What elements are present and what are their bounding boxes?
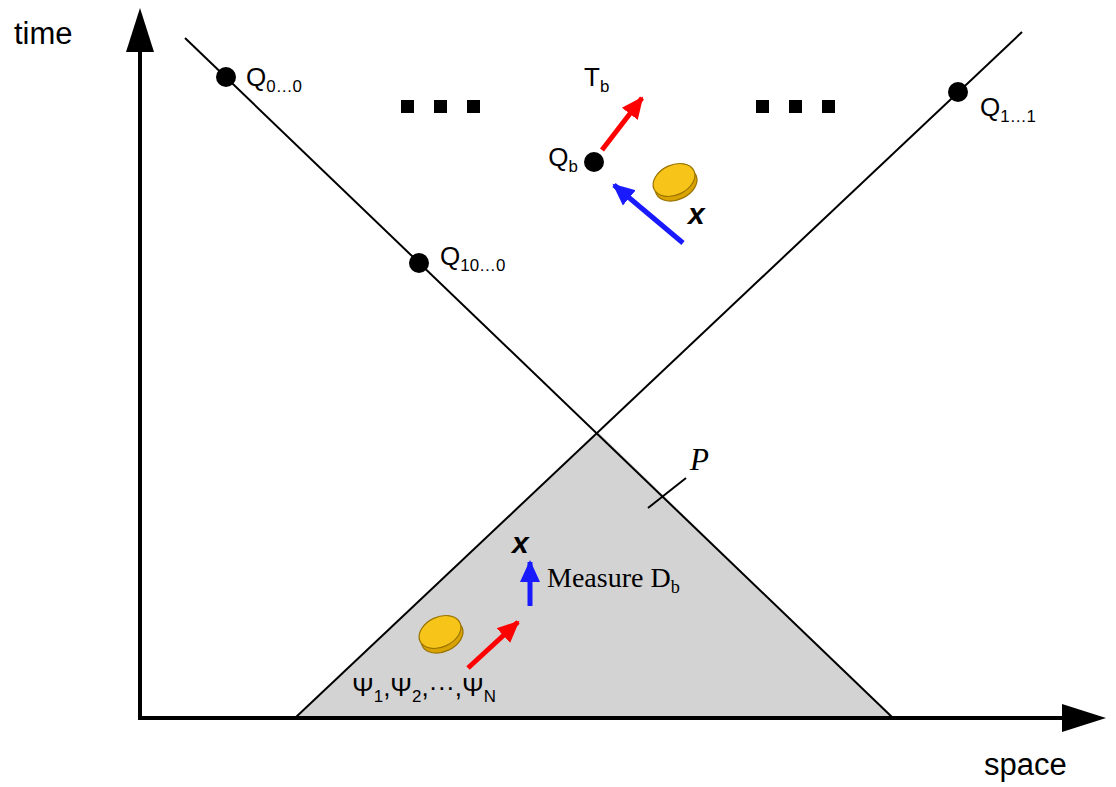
text-part: space [984,747,1067,782]
ellipsis-dots [401,100,835,113]
text-part: Q [980,92,1000,122]
light-cone-line [295,32,1022,718]
region-label: P [690,441,709,478]
subscript: 10…0 [460,256,505,275]
axis-label: space [984,746,1067,783]
measurement-label: Measure Db [547,561,680,599]
point-label: Q1…1 [980,92,1036,127]
point [409,253,429,273]
text-part: Ψ [352,672,374,702]
text-part: Q [548,142,568,172]
subscript: b [671,577,680,597]
point [216,67,236,87]
subscript: 1…1 [1000,107,1036,126]
variable-label: x [688,196,705,232]
space-axis [138,716,1066,720]
time-axis [138,45,142,720]
point-label: Q10…0 [440,241,505,276]
text-part: ,Ψ [383,672,412,702]
coin [414,609,469,659]
text-part: Q [246,62,266,92]
state-label: Ψ1,Ψ2,···,ΨN [352,672,496,707]
red-arrow [468,622,518,668]
blue-arrow [614,185,683,243]
axis-arrowhead [1062,704,1106,732]
text-part: time [14,16,73,51]
subscript: b [600,77,609,96]
axis-label: time [14,15,73,52]
text-part: ,···,Ψ [422,672,484,702]
subscript: b [569,157,578,176]
point-label: Qb [548,142,578,177]
text-part: T [584,62,600,92]
subscript: N [484,687,496,706]
point-label: Q0…0 [246,62,302,97]
point [948,82,968,102]
axis-arrowhead [126,8,154,52]
text-part: Measure D [547,562,671,593]
text-part: x [512,526,529,559]
leader-line [648,478,686,508]
text-part: x [688,197,705,230]
light-cone-line [185,38,893,718]
subscript: 2 [412,687,421,706]
text-part: P [690,442,709,477]
blue-arrow [528,562,533,606]
vector-label: Tb [584,62,609,97]
text-part: Q [440,241,460,271]
point [584,152,604,172]
variable-label: x [512,525,529,561]
subscript: 1 [374,687,383,706]
past-region [295,432,893,718]
red-arrow [602,98,642,150]
subscript: 0…0 [266,77,302,96]
